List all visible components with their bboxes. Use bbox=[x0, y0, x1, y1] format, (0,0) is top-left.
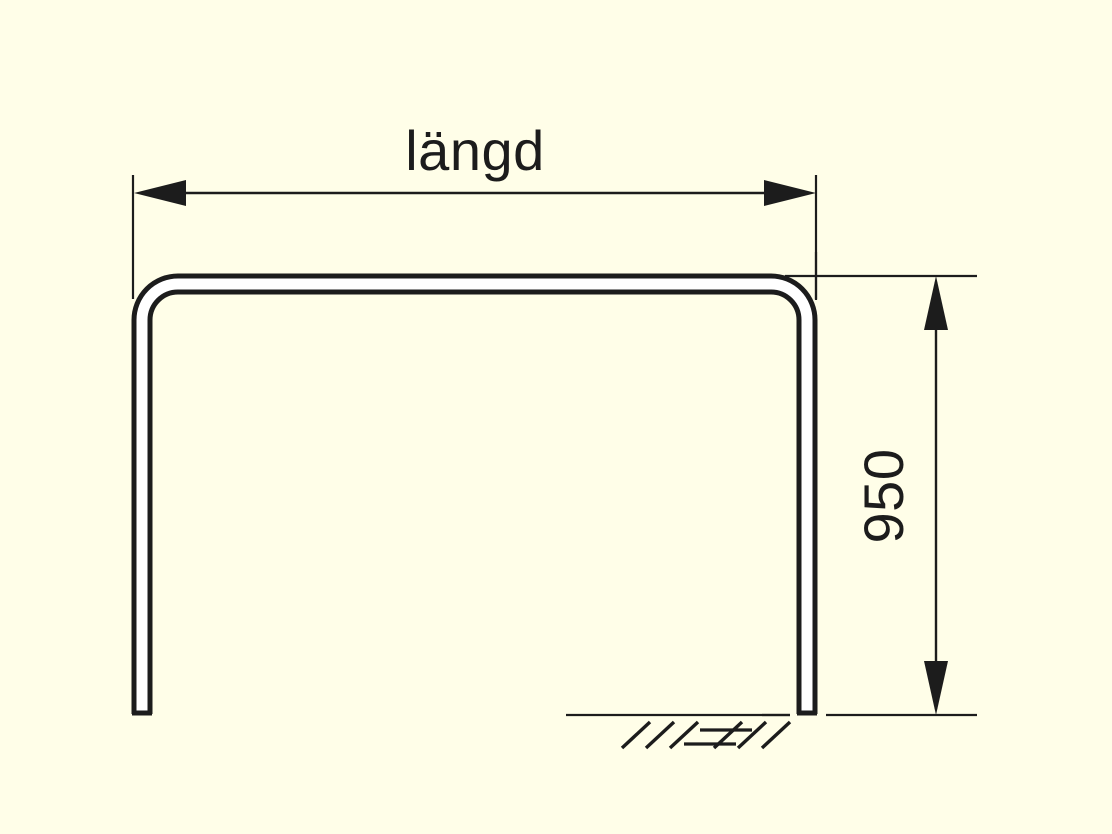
vertical-dimension-label: 950 bbox=[852, 449, 915, 544]
hatch-mark bbox=[760, 720, 792, 750]
horizontal-dimension-label: längd bbox=[405, 119, 545, 182]
hatch-mark bbox=[644, 720, 676, 750]
ground-hatching-symbol bbox=[620, 720, 792, 750]
hatch-mark bbox=[736, 720, 768, 750]
arrow-down-icon bbox=[924, 661, 948, 715]
hatch-mark bbox=[620, 720, 652, 750]
arrow-right-icon bbox=[764, 180, 816, 206]
hatch-mark bbox=[668, 720, 700, 750]
arrow-up-icon bbox=[924, 276, 948, 330]
arrow-left-icon bbox=[134, 180, 186, 206]
tube-inner-contour bbox=[147, 289, 802, 714]
bracket-tube-shape bbox=[131, 273, 818, 716]
tube-outer-contour bbox=[131, 273, 818, 714]
horizontal-dimension-group bbox=[134, 180, 816, 206]
extension-lines-group bbox=[131, 175, 977, 717]
vertical-dimension-group bbox=[924, 276, 948, 715]
